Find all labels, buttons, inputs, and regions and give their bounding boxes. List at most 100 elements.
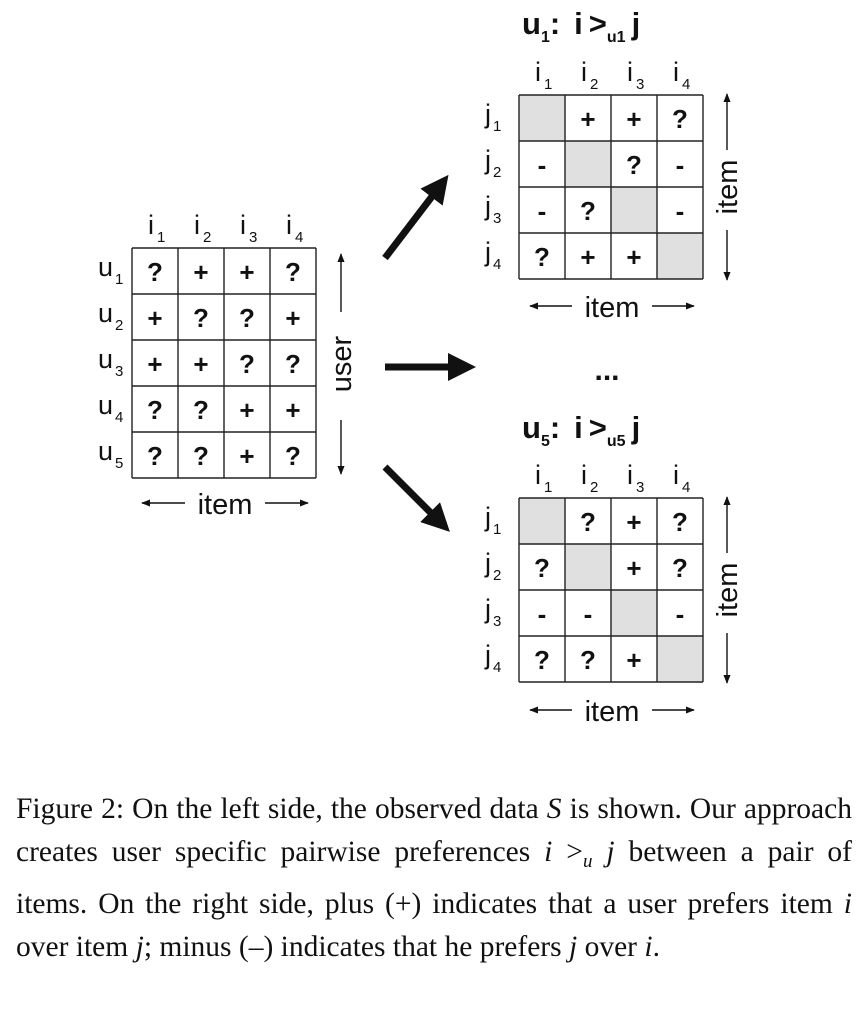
matrix-cell-value: -: [538, 599, 547, 629]
diagonal-cell: [519, 498, 565, 544]
matrix-cell-value: -: [676, 196, 685, 226]
matrix-cell-value: ?: [285, 349, 301, 379]
caption-text: between a pair of items. On the right si…: [16, 836, 853, 920]
matrix-cell-value: +: [239, 441, 254, 471]
caption-text: is shown. Our approach creates user spec…: [16, 793, 852, 868]
matrix-cell-value: ?: [580, 196, 596, 226]
caption-math-j: j: [568, 931, 578, 963]
matrix-cell-value: -: [676, 599, 685, 629]
user-axis-label: user: [326, 335, 358, 392]
caption-var-s: S: [546, 793, 562, 825]
matrix-cell-value: +: [147, 349, 162, 379]
user1-grid: [518, 94, 704, 280]
matrix-cell-value: +: [626, 507, 641, 537]
user1-horizontal-item-label: item: [585, 292, 640, 324]
matrix-cell-value: ?: [147, 257, 163, 287]
left-item-axis: item: [141, 489, 309, 521]
matrix-cell-value: ?: [147, 395, 163, 425]
user1-horizontal-item-axis: item: [529, 292, 695, 324]
matrix-cell-value: ?: [285, 257, 301, 287]
caption-math-gt: >: [552, 836, 583, 868]
user1-vertical-item-axis: item: [712, 93, 744, 281]
matrix-cell-value: -: [676, 150, 685, 180]
user-item-cells: ?++?+??+++????++??+?: [147, 257, 301, 471]
matrix-cell-value: +: [239, 395, 254, 425]
matrix-cell-value: +: [239, 257, 254, 287]
matrix-cell-value: +: [285, 395, 300, 425]
matrix-cell-value: +: [626, 242, 641, 272]
matrix-cell-value: ?: [672, 553, 688, 583]
user-axis: user: [326, 253, 358, 475]
caption-math-u: u: [582, 851, 593, 872]
ellipsis: ...: [594, 354, 619, 387]
caption-math-j: j: [592, 836, 615, 868]
matrix-cell-value: +: [285, 303, 300, 333]
caption-math-j: j: [135, 931, 144, 963]
user5-vertical-item-axis: item: [712, 496, 744, 684]
caption-text: Figure 2: On the left side, the observed…: [16, 793, 547, 825]
matrix-cell-value: +: [580, 242, 595, 272]
matrix-cell-value: ?: [580, 645, 596, 675]
diagonal-cell: [611, 590, 657, 636]
matrix-cell-value: ?: [534, 645, 550, 675]
caption-text: .: [652, 931, 660, 963]
matrix-cell-value: +: [626, 104, 641, 134]
caption-math-i: i: [644, 931, 653, 963]
matrix-cell-value: ?: [534, 242, 550, 272]
matrix-cell-value: ?: [534, 553, 550, 583]
matrix-cell-value: +: [193, 257, 208, 287]
caption-math-i: i: [843, 888, 852, 920]
user5-vertical-item-label: item: [712, 563, 744, 618]
arrow-down-right-icon: [382, 464, 450, 532]
user5-horizontal-item-axis: item: [529, 696, 695, 728]
user1-cells: ++?-?--?-?++: [534, 104, 688, 272]
matrix-cell-value: ?: [626, 150, 642, 180]
matrix-cell-value: ?: [193, 441, 209, 471]
matrix-cell-value: ?: [147, 441, 163, 471]
user5-grid: [518, 497, 704, 683]
diagonal-cell: [657, 233, 703, 279]
transform-arrows: [382, 174, 476, 532]
matrix-cell-value: -: [584, 599, 593, 629]
matrix-cell-value: -: [538, 150, 547, 180]
caption-text: ; minus (–) indicates that he prefers: [143, 931, 569, 963]
matrix-cell-value: ?: [285, 441, 301, 471]
caption-math-i: i: [544, 836, 553, 868]
diagonal-cell: [565, 141, 611, 187]
matrix-cell-value: ?: [580, 507, 596, 537]
matrix-cell-value: ?: [239, 349, 255, 379]
matrix-cell-value: ?: [672, 507, 688, 537]
diagonal-cell: [657, 636, 703, 682]
matrix-cell-value: ?: [239, 303, 255, 333]
